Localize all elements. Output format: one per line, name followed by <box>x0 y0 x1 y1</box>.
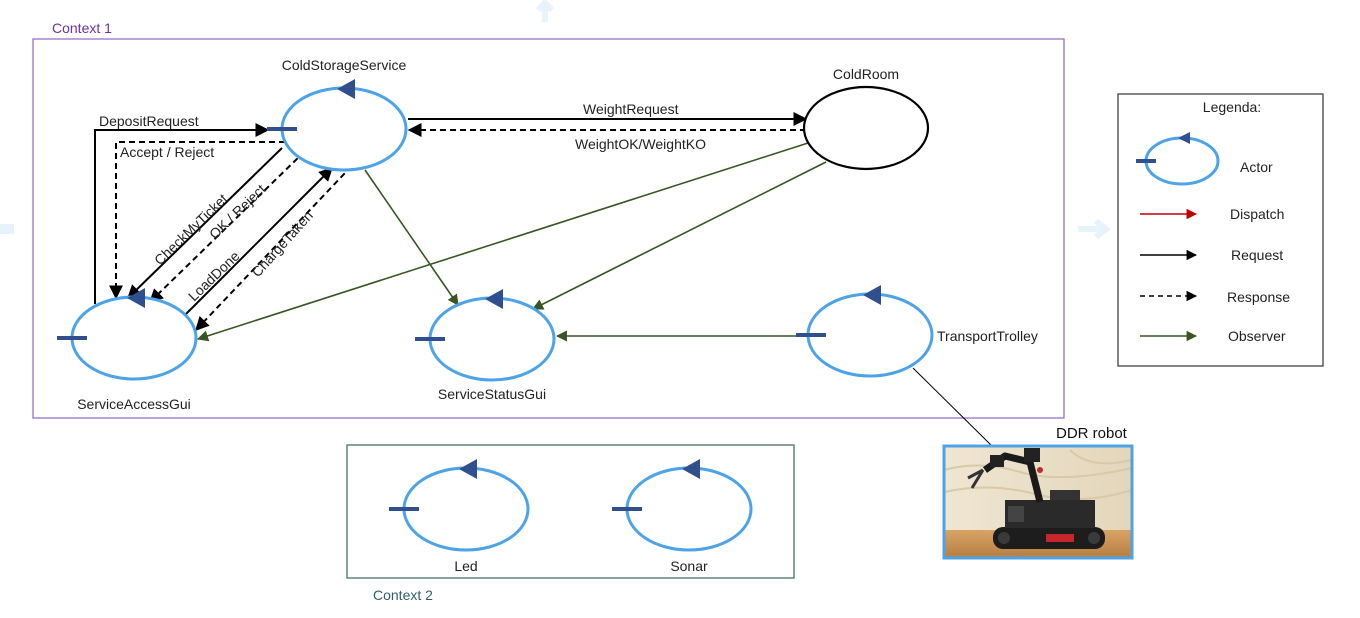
actor-marker-bar <box>389 507 419 511</box>
actor-label: Sonar <box>670 558 708 574</box>
actor-marker-bar <box>415 337 445 341</box>
actor-marker-bar <box>57 336 87 340</box>
charge-taken-arrow <box>195 171 347 332</box>
actor-label: ServiceAccessGui <box>77 396 191 412</box>
legend: Legenda: Actor Dispatch Request Response… <box>1117 93 1324 367</box>
load-done-arrow <box>177 167 333 323</box>
legend-response-label: Response <box>1227 289 1290 305</box>
load-done-label: LoadDone <box>185 248 243 305</box>
legend-title: Legenda: <box>1203 99 1261 115</box>
actor-marker-bar <box>612 507 642 511</box>
legend-actor-symbol <box>1136 132 1220 186</box>
legend-observer-label: Observer <box>1228 328 1286 344</box>
actor-marker-triangle <box>127 288 145 308</box>
ddr-robot: DDR robot <box>942 425 1134 560</box>
context1-box <box>32 38 1065 419</box>
actor-serviceaccessgui: ServiceAccessGui <box>57 288 198 412</box>
check-my-ticket-arrow <box>126 147 283 299</box>
accept-reject-arrow <box>109 141 285 300</box>
actor-marker-bar <box>267 127 297 131</box>
actor-marker-triangle <box>485 289 503 309</box>
actor-label: ColdStorageService <box>282 57 407 73</box>
legend-box <box>1117 93 1324 367</box>
robot-photo <box>942 444 1134 560</box>
actor-marker-bar <box>796 333 826 337</box>
deposit-request-label: DepositRequest <box>99 113 199 129</box>
weight-ok-ko-label: WeightOK/WeightKO <box>575 136 706 152</box>
observer-coldstorage-to-statusgui <box>364 169 459 306</box>
background-decorations <box>0 0 1111 240</box>
legend-request-label: Request <box>1231 247 1283 263</box>
ddr-robot-label: DDR robot <box>1056 425 1128 442</box>
deposit-request-arrow <box>94 123 270 304</box>
actor-marker-triangle <box>682 459 700 479</box>
weight-request-label: WeightRequest <box>583 101 679 117</box>
actor-servicestatusgui: ServiceStatusGui <box>415 289 556 402</box>
context1-label: Context 1 <box>52 20 112 36</box>
actor-marker-triangle <box>459 459 477 479</box>
trolley-robot-connector <box>912 367 994 448</box>
actor-transporttrolley: TransportTrolley <box>796 285 1038 378</box>
actor-marker-triangle <box>863 285 881 305</box>
actor-coldroom: ColdRoom <box>802 66 930 171</box>
actor-sonar: Sonar <box>612 459 753 574</box>
actor-coldstorageservice: ColdStorageService <box>267 57 408 172</box>
actor-label: Led <box>454 558 477 574</box>
legend-dispatch-label: Dispatch <box>1230 206 1284 222</box>
actor-label: ServiceStatusGui <box>438 386 546 402</box>
legend-actor-label: Actor <box>1240 159 1273 175</box>
actor-led: Led <box>389 459 530 574</box>
actor-label: TransportTrolley <box>937 328 1038 344</box>
observer-coldroom-to-accessgui <box>196 142 809 342</box>
context2-box <box>346 444 795 579</box>
actor-label: ColdRoom <box>833 66 899 82</box>
actor-marker-triangle <box>337 79 355 99</box>
observer-coldroom-to-statusgui <box>531 161 827 310</box>
ok-reject-arrow <box>148 153 303 303</box>
context2-label: Context 2 <box>373 587 433 603</box>
accept-reject-label: Accept / Reject <box>120 144 214 160</box>
